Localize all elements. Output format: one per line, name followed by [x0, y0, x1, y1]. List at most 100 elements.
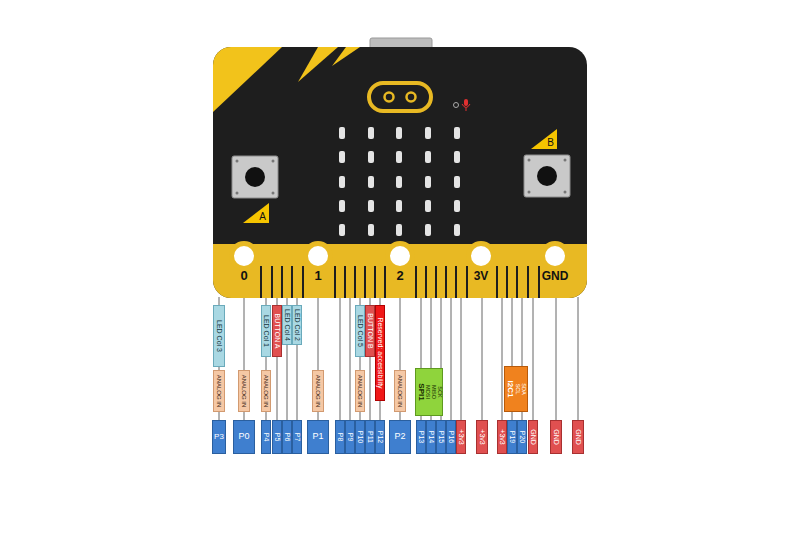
label-text: SPI1 — [416, 383, 424, 400]
finger-gap — [291, 266, 293, 298]
board-stripe — [298, 47, 338, 82]
leader-line — [244, 297, 245, 440]
label-text-group: P2 — [394, 432, 405, 441]
label-text: LED Col 2 — [293, 309, 300, 341]
label-text-group: P8 — [336, 433, 343, 442]
large-pads — [229, 241, 570, 271]
analog-label: ANALOG IN — [238, 370, 250, 412]
led — [368, 127, 374, 139]
button-housing — [232, 156, 278, 198]
button-cap — [245, 167, 265, 187]
finger-gap — [445, 266, 447, 298]
button-marker: A — [243, 203, 269, 223]
button-rivet — [236, 160, 239, 163]
finger-gap — [466, 266, 468, 298]
label-text-group: GND — [574, 429, 581, 445]
led — [339, 200, 345, 212]
label-text: GND — [552, 429, 559, 445]
finger-gap — [260, 266, 262, 298]
label-text: +3v3 — [478, 429, 485, 444]
led — [454, 151, 460, 163]
label-text: BUTTON B — [366, 313, 373, 348]
pin-label: P15 — [436, 420, 446, 454]
led-column-label: LED Col 4 — [282, 305, 292, 345]
label-text-group: Reserved: accessibility — [376, 317, 383, 388]
analog-label: ANALOG IN — [312, 370, 324, 412]
label-text-group: P7 — [293, 433, 300, 442]
pin-label: P2 — [389, 420, 411, 454]
pad-number: 1 — [314, 268, 321, 283]
led — [454, 224, 460, 236]
button-label: BUTTON A — [272, 305, 282, 357]
led-column-label: LED Col 1 — [261, 305, 271, 357]
ground-label: GND — [528, 420, 538, 454]
label-text: P5 — [273, 433, 280, 442]
pad-hole — [545, 246, 565, 266]
analog-label: ANALOG IN — [213, 370, 225, 412]
label-text: SCK — [436, 383, 442, 400]
label-text-group: ANALOG IN — [241, 375, 247, 408]
pad-ring — [540, 241, 570, 271]
label-text: Reserved: accessibility — [376, 317, 383, 388]
label-text-group: B — [547, 138, 554, 149]
finger-gap — [496, 266, 498, 298]
pin-label: P19 — [507, 420, 517, 454]
label-text-group: ANALOG IN — [397, 375, 403, 408]
label-text: B — [547, 138, 554, 149]
led — [396, 200, 402, 212]
board-stripe — [332, 47, 360, 66]
button-marker: B — [531, 129, 557, 149]
led — [396, 151, 402, 163]
led — [454, 200, 460, 212]
label-text-group: GND — [552, 429, 559, 445]
leader-line — [482, 297, 483, 440]
label-text: P2 — [394, 432, 405, 441]
pin-label: P5 — [272, 420, 282, 454]
pad-ring — [229, 241, 259, 271]
label-text-group: SCKMISOMOSISPI1 — [416, 383, 442, 400]
label-text: GND — [529, 429, 536, 445]
label-text: ANALOG IN — [216, 375, 222, 408]
microphone-icon — [464, 99, 468, 106]
pin-label: P1 — [307, 420, 329, 454]
label-text: P9 — [346, 433, 353, 442]
power-label: +3v3 — [456, 420, 466, 454]
leader-line — [461, 297, 462, 440]
leader-line — [350, 297, 351, 440]
label-text-group: P5 — [273, 433, 280, 442]
pin-label: P11 — [365, 420, 375, 454]
label-text-group: P4 — [262, 433, 269, 442]
finger-gap — [527, 266, 529, 298]
triangle-marker — [243, 203, 269, 223]
analog-label: ANALOG IN — [355, 370, 365, 412]
finger-gap — [281, 266, 283, 298]
led — [339, 127, 345, 139]
button-housing — [524, 155, 570, 197]
pin-label: P13 — [416, 420, 426, 454]
pin-label: P12 — [375, 420, 385, 454]
pin-label: P6 — [282, 420, 292, 454]
label-text-group: LED Col 3 — [215, 320, 222, 352]
led — [368, 224, 374, 236]
label-text: SCL — [514, 381, 520, 398]
label-text-group: SDASCLI2C1 — [506, 381, 526, 398]
leader-line — [400, 297, 401, 440]
pad-number: 3V — [474, 269, 489, 283]
leader-line — [556, 297, 557, 440]
pin-label: P9 — [345, 420, 355, 454]
finger-gap — [425, 266, 427, 298]
label-text-group: +3v3 — [478, 429, 485, 444]
ground-label: GND — [550, 420, 562, 454]
led — [396, 127, 402, 139]
led — [425, 151, 431, 163]
pin-label: P0 — [233, 420, 255, 454]
label-text: LED Col 1 — [262, 315, 269, 347]
label-text-group: P19 — [508, 431, 515, 443]
label-text-group: LED Col 4 — [283, 309, 290, 341]
led — [425, 224, 431, 236]
led — [339, 176, 345, 188]
label-text: ANALOG IN — [357, 375, 363, 408]
leader-line — [451, 297, 452, 440]
led-column-label: LED Col 2 — [292, 305, 302, 345]
touch-logo-dot — [407, 93, 416, 102]
